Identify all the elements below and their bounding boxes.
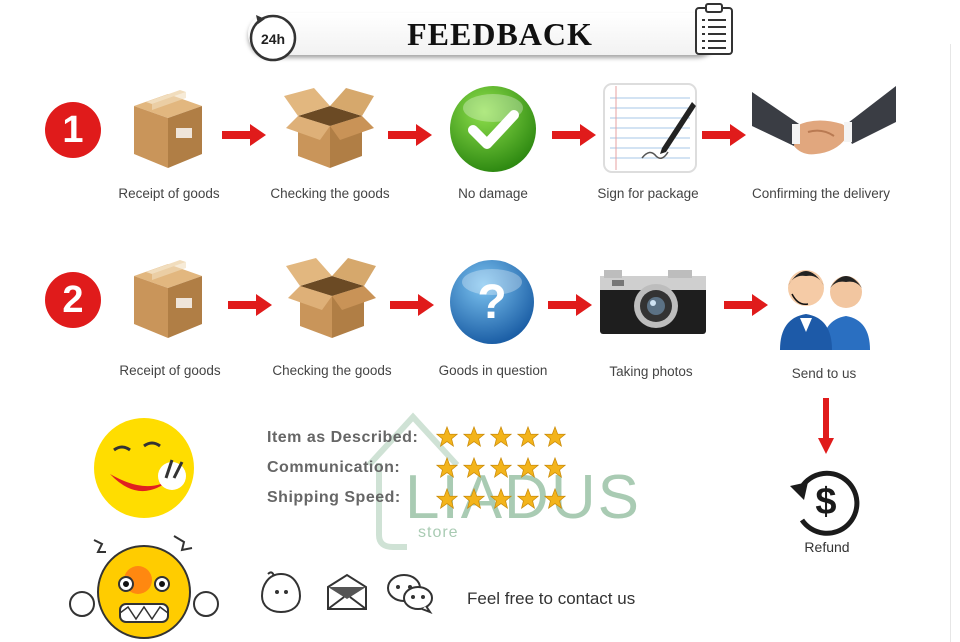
- watermark-sub: store: [418, 524, 459, 541]
- arrow-right-icon: [390, 294, 434, 316]
- rating-label: Item as Described:: [267, 429, 419, 446]
- step-label: No damage: [458, 186, 528, 201]
- step-label: Checking the goods: [270, 186, 390, 201]
- arrow-down-icon: [818, 398, 834, 454]
- step-label: Taking photos: [609, 364, 693, 379]
- question-ball-icon: ?: [450, 260, 534, 344]
- star-icon: [436, 457, 458, 479]
- step-label: Send to us: [791, 366, 857, 381]
- step-number-2: 2: [45, 272, 101, 328]
- arrow-right-icon: [222, 124, 266, 146]
- closed-box-icon: [134, 90, 202, 168]
- open-box-icon: [284, 88, 374, 168]
- svg-text:$: $: [815, 481, 836, 523]
- star-rating-row: [436, 426, 566, 448]
- step-label: Goods in question: [438, 363, 548, 378]
- refund-dollar-icon: $: [790, 470, 860, 536]
- rating-label: Shipping Speed:: [267, 489, 401, 506]
- arrow-right-icon: [702, 124, 746, 146]
- arrow-right-icon: [388, 124, 432, 146]
- star-icon: [463, 457, 485, 479]
- step-label: Checking the goods: [272, 363, 392, 378]
- signed-paper-icon: [603, 83, 697, 173]
- clock-24h-icon: 24h: [249, 14, 297, 62]
- contact-text: Feel free to contact us: [467, 589, 636, 608]
- arrow-right-icon: [548, 294, 592, 316]
- mail-icon[interactable]: [326, 573, 368, 611]
- star-icon: [463, 488, 485, 510]
- svg-text:?: ?: [477, 276, 506, 329]
- step-label: Receipt of goods: [118, 186, 220, 201]
- star-icon: [463, 426, 485, 448]
- refund-label: Refund: [804, 539, 850, 555]
- star-icon: [517, 426, 539, 448]
- star-icon: [490, 457, 512, 479]
- star-icon: [436, 426, 458, 448]
- svg-text:24h: 24h: [261, 31, 285, 47]
- star-icon: [436, 488, 458, 510]
- star-icon: [517, 457, 539, 479]
- wechat-icon[interactable]: [386, 572, 434, 614]
- arrow-right-icon: [228, 294, 272, 316]
- step-label: Confirming the delivery: [751, 186, 891, 201]
- star-icon: [544, 457, 566, 479]
- qq-chat-icon[interactable]: [258, 570, 304, 616]
- happy-emoji-icon: [94, 418, 194, 518]
- angry-emoji-icon: [69, 535, 219, 639]
- step-label: Receipt of goods: [119, 363, 221, 378]
- star-icon: [490, 426, 512, 448]
- feedback-banner: [248, 13, 718, 55]
- camera-icon: [600, 270, 706, 334]
- green-check-icon: [450, 86, 536, 172]
- step-number-1: 1: [45, 102, 101, 158]
- page-title: FEEDBACK: [407, 16, 593, 52]
- step-label: Sign for package: [597, 186, 699, 201]
- support-agents-icon: [780, 270, 870, 350]
- star-icon: [517, 488, 539, 510]
- star-rating-row: [436, 488, 566, 510]
- clipboard-icon: [695, 3, 733, 55]
- closed-box-icon: [134, 260, 202, 338]
- rating-label: Communication:: [267, 459, 401, 476]
- store-watermark-logo: [366, 412, 460, 550]
- handshake-icon: [752, 86, 896, 155]
- star-icon: [544, 488, 566, 510]
- arrow-right-icon: [552, 124, 596, 146]
- star-rating-row: [436, 457, 566, 479]
- open-box-icon: [286, 258, 376, 338]
- star-icon: [490, 488, 512, 510]
- arrow-right-icon: [724, 294, 768, 316]
- divider: [950, 44, 951, 642]
- star-icon: [544, 426, 566, 448]
